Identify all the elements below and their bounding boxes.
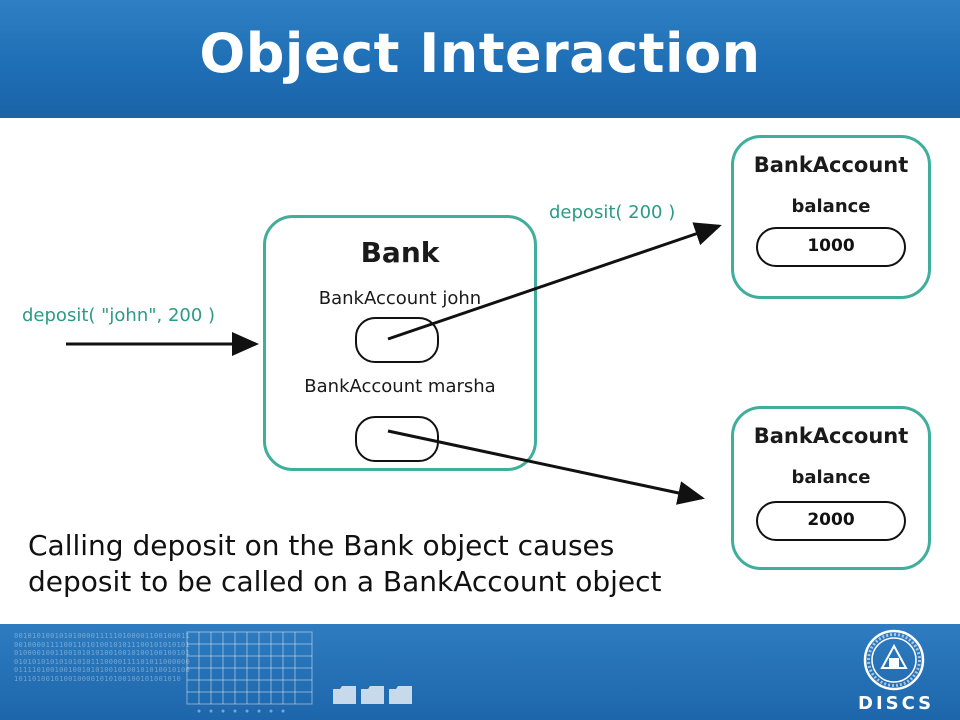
bankaccount-top-title: BankAccount — [753, 153, 909, 177]
bankaccount-bottom-box: BankAccount balance 2000 — [731, 406, 931, 570]
marsha-to-account-arrow — [387, 429, 705, 505]
caption-text: Calling deposit on the Bank object cause… — [28, 528, 728, 600]
bankaccount-top-field: balance — [791, 196, 871, 217]
folder-icons — [333, 686, 412, 704]
footer-logo-text: DISCS — [858, 693, 935, 714]
john-reference-slot — [355, 317, 439, 363]
bankaccount-bottom-balance-value: 2000 — [756, 501, 906, 541]
bank-john-label: BankAccount john — [318, 288, 482, 309]
outer-call-label: deposit( "john", 200 ) — [22, 305, 216, 326]
bankaccount-bottom-title: BankAccount — [753, 424, 909, 448]
bankaccount-top-box: BankAccount balance 1000 — [731, 135, 931, 299]
discs-seal-logo-icon — [863, 629, 925, 691]
caption-line-2: deposit to be called on a BankAccount ob… — [28, 565, 662, 598]
page-title: Object Interaction — [199, 22, 761, 85]
footer-bar: 0010101001010100001111101000011001000110… — [0, 624, 960, 720]
john-to-account-arrow — [387, 222, 722, 341]
caption-line-1: Calling deposit on the Bank object cause… — [28, 529, 615, 562]
bankaccount-bottom-field: balance — [791, 467, 871, 488]
bank-marsha-label: BankAccount marsha — [304, 376, 496, 397]
inner-call-label: deposit( 200 ) — [549, 202, 676, 223]
bank-object-box: Bank BankAccount john BankAccount marsha — [263, 215, 537, 471]
bankaccount-top-balance-value: 1000 — [756, 227, 906, 267]
binary-pattern: 0010101001010100001111101000011001000110… — [14, 632, 191, 683]
header-bar: Object Interaction — [0, 0, 960, 118]
bank-title: Bank — [360, 236, 440, 269]
grid-decoration-icon — [186, 631, 313, 713]
